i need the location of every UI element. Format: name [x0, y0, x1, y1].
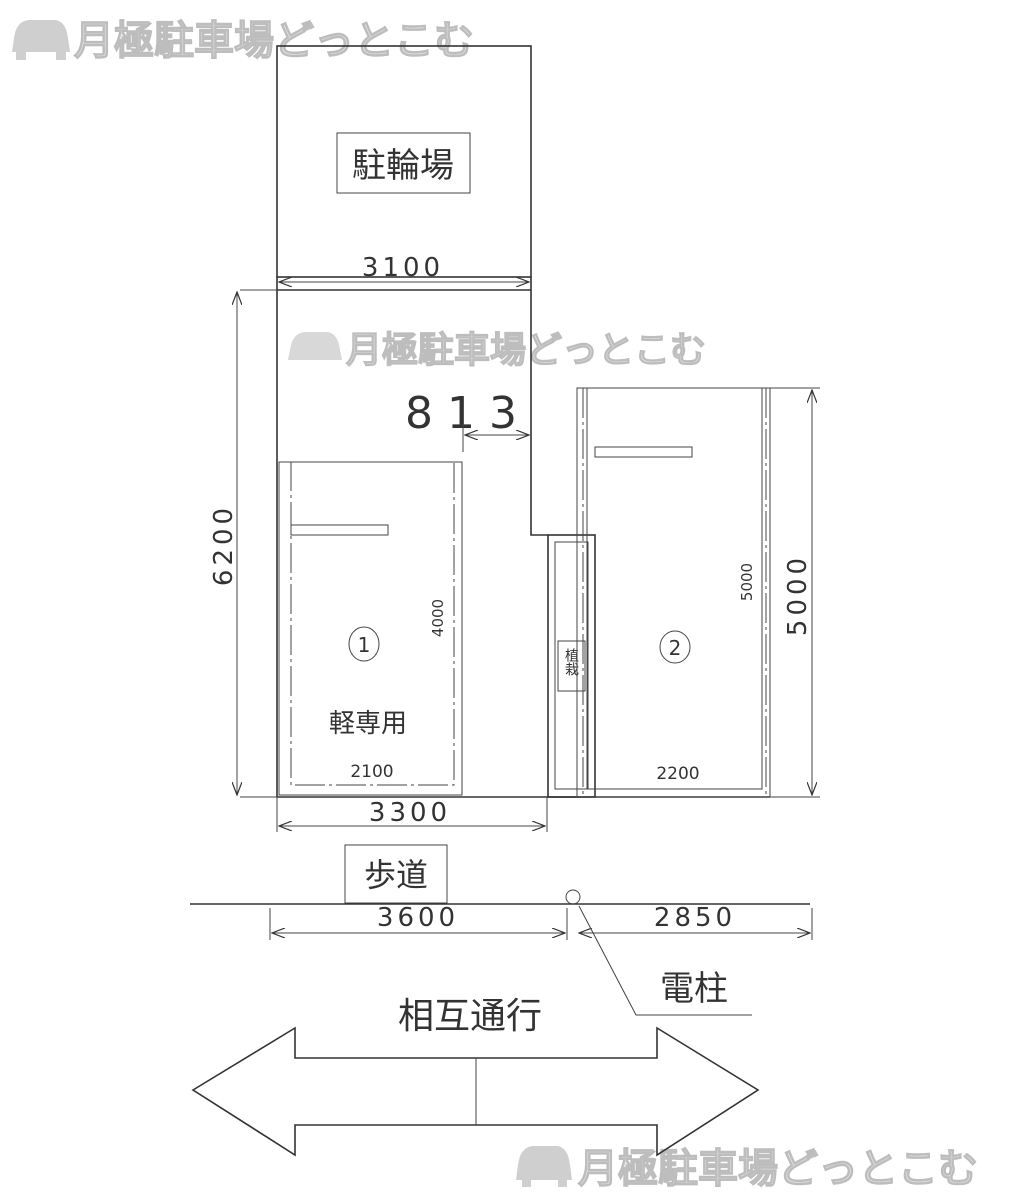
car-icon: [12, 20, 70, 60]
svg-text:4000: 4000: [429, 599, 447, 637]
car-icon: [516, 1146, 572, 1187]
dimension-3300: 3300: [276, 797, 548, 832]
watermark-center: 月極駐車場どっとこむ: [288, 329, 707, 372]
planting-strip: 植栽: [547, 534, 596, 798]
dimension-813: 813: [405, 388, 531, 452]
dimension-3100: 3100: [279, 253, 529, 283]
watermark-top: 月極駐車場どっとこむ: [12, 17, 475, 65]
dimension-5000: 5000: [770, 387, 820, 798]
wheel-stop: [290, 524, 389, 536]
svg-text:3300: 3300: [369, 798, 451, 828]
svg-text:2200: 2200: [656, 764, 699, 784]
two-way-road: 相互通行: [191, 996, 760, 1157]
bicycle-parking-area: 駐輪場: [276, 45, 532, 278]
watermark-bottom: 月極駐車場どっとこむ: [516, 1145, 979, 1193]
sidewalk: 歩道: [190, 844, 810, 905]
utility-pole: 電柱: [565, 889, 752, 1016]
space-number-circle: [659, 630, 691, 664]
svg-text:6200: 6200: [209, 504, 239, 586]
svg-text:3600: 3600: [377, 903, 459, 933]
car-icon: [288, 332, 342, 360]
svg-text:植栽: 植栽: [563, 648, 579, 676]
svg-text:相互通行: 相互通行: [398, 996, 542, 1037]
svg-text:2100: 2100: [350, 762, 393, 782]
svg-text:電柱: 電柱: [660, 969, 728, 1009]
svg-text:813: 813: [405, 388, 531, 439]
space-number-circle: [348, 626, 380, 662]
svg-text:歩道: 歩道: [364, 856, 428, 894]
svg-text:月極駐車場どっとこむ: 月極駐車場どっとこむ: [346, 330, 706, 371]
bicycle-parking-label: 駐輪場: [352, 146, 454, 186]
parking-space-1: 1 4000 軽専用 2100: [278, 461, 463, 796]
dimension-2850: 2850: [579, 903, 813, 940]
utility-pole-icon: [565, 889, 581, 905]
dimension-6200: 6200: [209, 292, 239, 795]
svg-text:5000: 5000: [738, 563, 756, 601]
svg-text:5000: 5000: [783, 554, 813, 636]
double-arrow-icon: [191, 1026, 760, 1157]
kei-only-label: 軽専用: [329, 709, 407, 739]
wheel-stop: [594, 446, 693, 458]
svg-text:月極駐車場どっとこむ: 月極駐車場どっとこむ: [578, 1146, 978, 1192]
dimension-3600: 3600: [269, 903, 568, 940]
svg-text:2: 2: [669, 636, 682, 660]
svg-text:3100: 3100: [362, 253, 444, 283]
lot-outline: [240, 277, 770, 798]
parking-space-2: 2 5000 2200: [576, 387, 771, 798]
svg-text:月極駐車場どっとこむ: 月極駐車場どっとこむ: [74, 18, 474, 64]
svg-text:2850: 2850: [654, 903, 736, 933]
svg-text:1: 1: [358, 633, 371, 657]
